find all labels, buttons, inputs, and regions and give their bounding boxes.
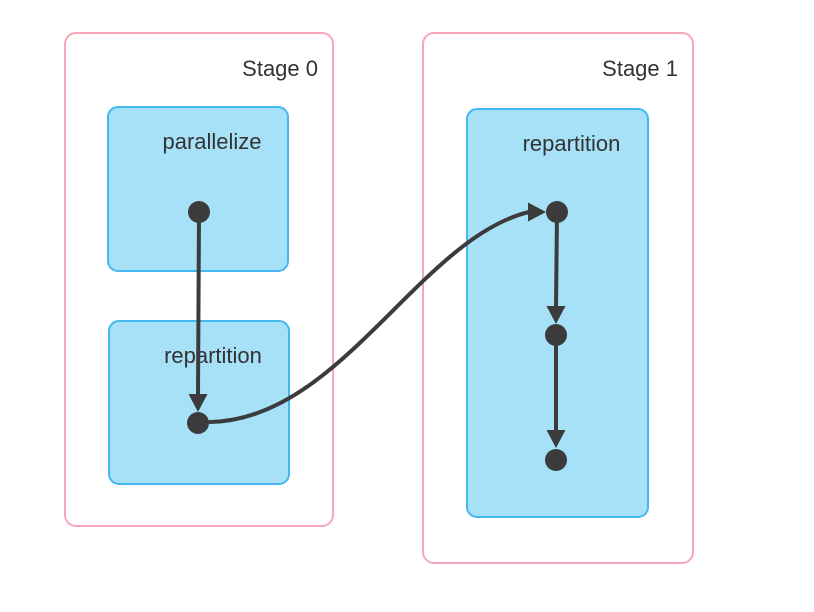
- op-repartition-stage0-box: repartition: [108, 320, 290, 485]
- op-repartition-stage1-box: repartition: [466, 108, 649, 518]
- op-repartition-stage0-label: repartition: [164, 343, 262, 368]
- op-parallelize-box: parallelize: [107, 106, 289, 272]
- stage-0-label: Stage 0: [242, 56, 318, 81]
- op-parallelize-label: parallelize: [162, 129, 262, 154]
- op-repartition-stage1-label: repartition: [522, 131, 621, 156]
- stage-1-label: Stage 1: [602, 56, 678, 81]
